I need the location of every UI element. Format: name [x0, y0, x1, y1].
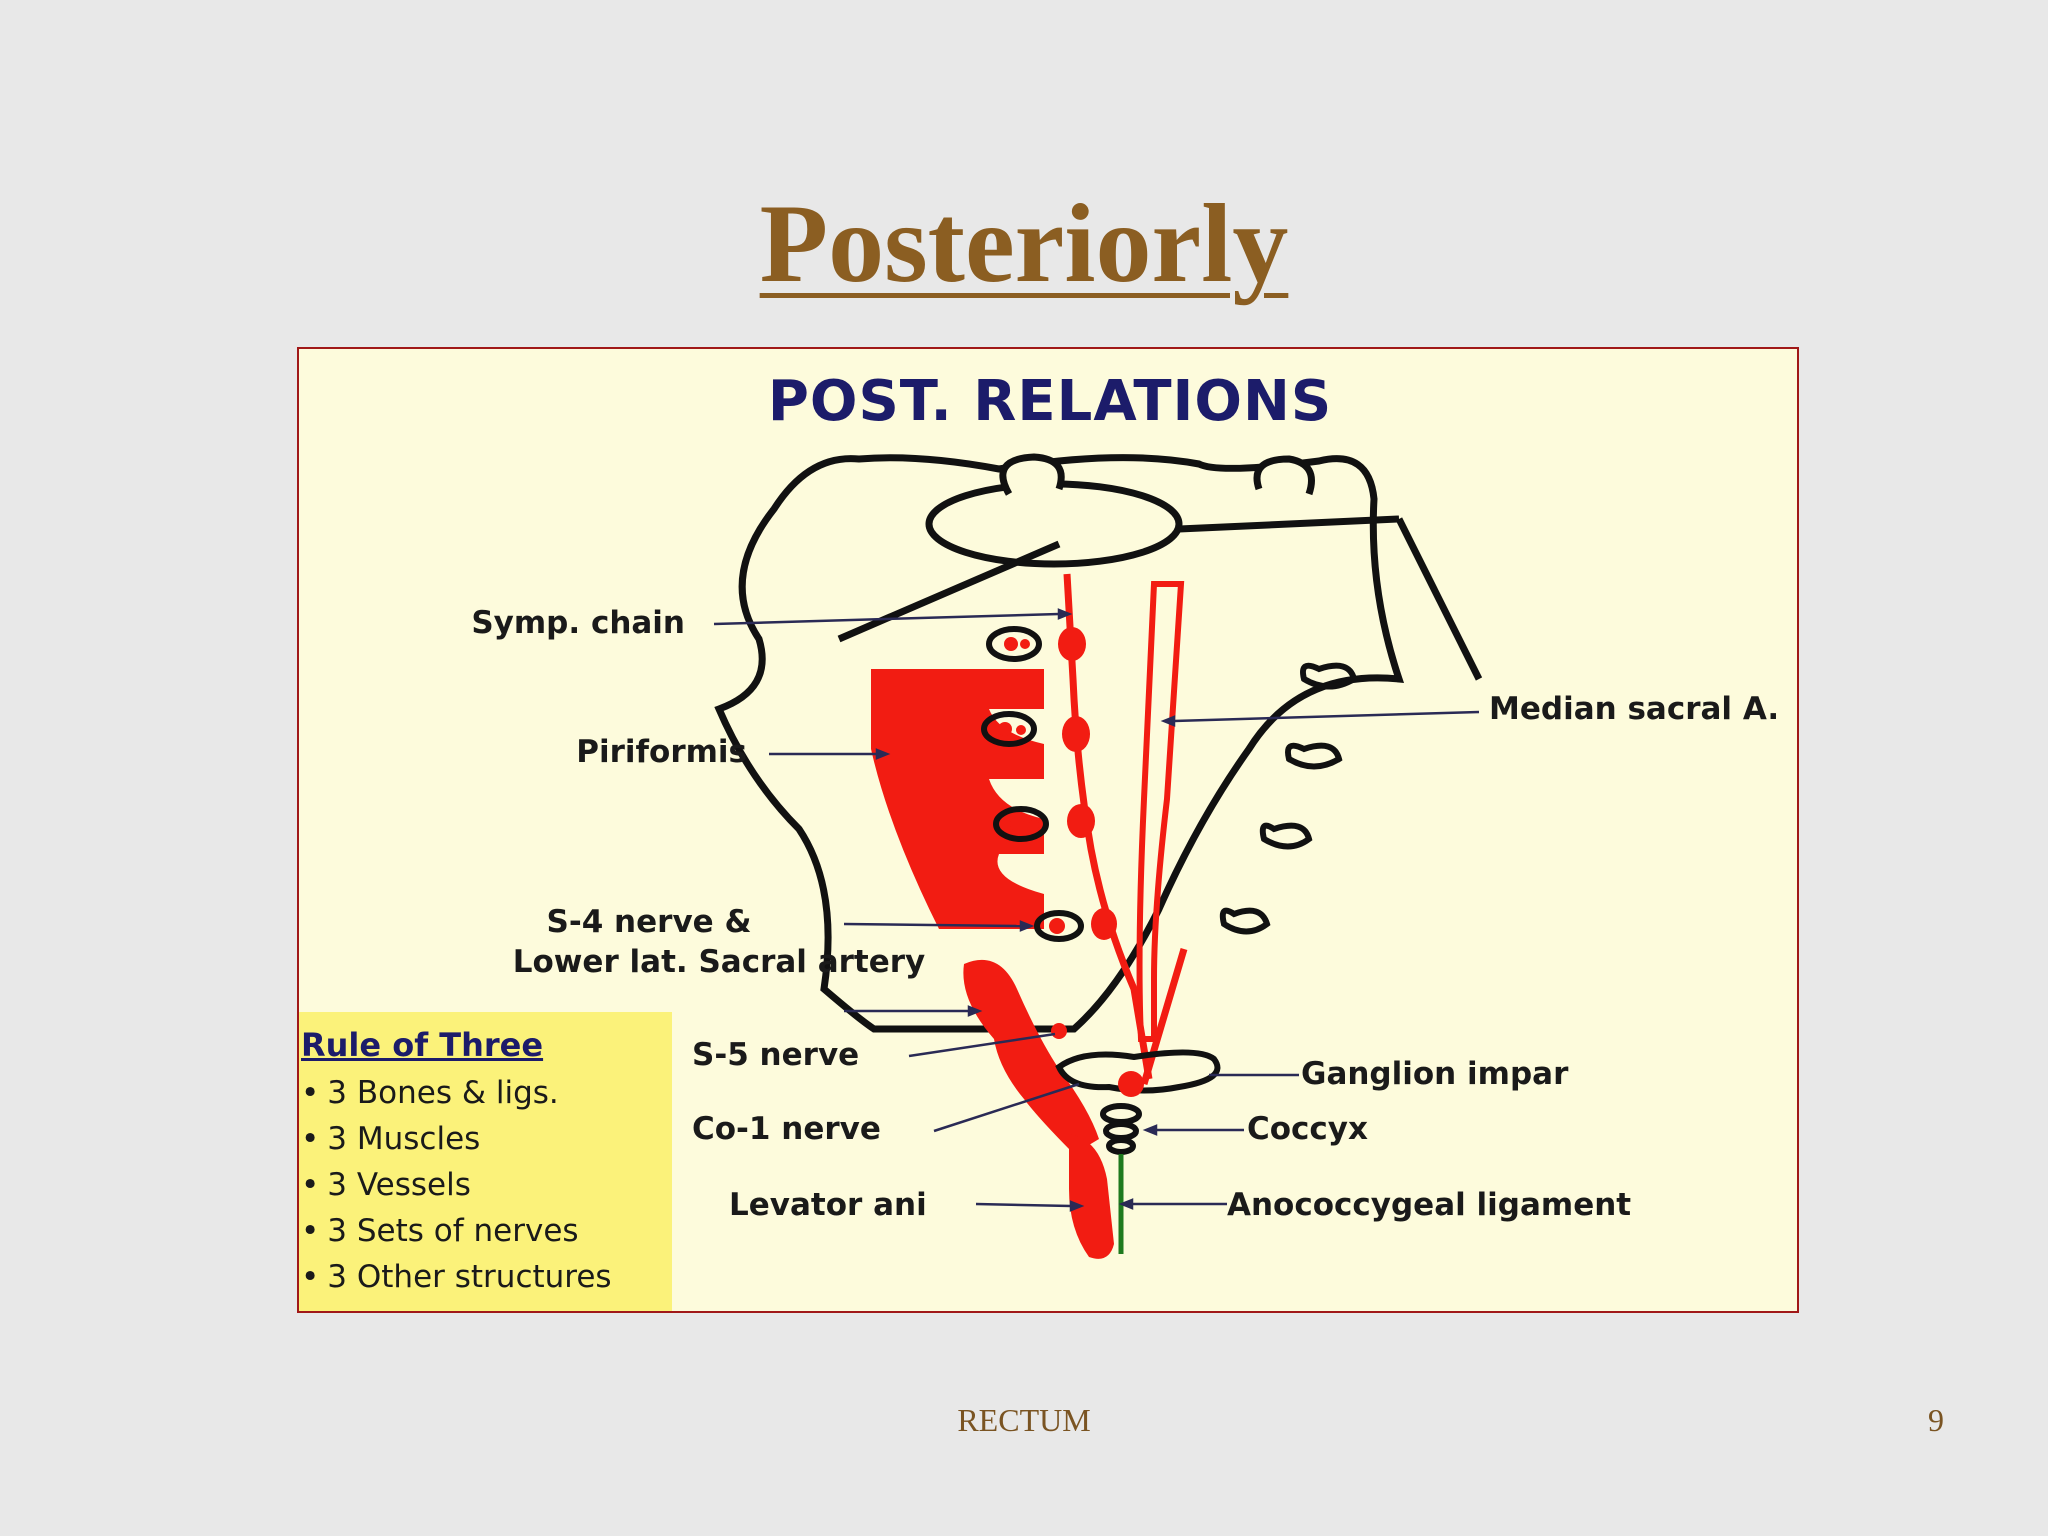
list-item: 3 Bones & ligs.: [299, 1070, 612, 1116]
left-sacral-foramina: [981, 626, 1084, 942]
pointer-lines: [713, 608, 1480, 1212]
page-number: 9: [1928, 1402, 1944, 1438]
right-sacral-foramina: [1219, 662, 1358, 935]
label-median-sacral-artery: Median sacral A.: [1489, 691, 1780, 727]
coccygeus-muscle: [963, 959, 1099, 1154]
label-levator-ani: Levator ani: [729, 1187, 927, 1223]
list-item: 3 Muscles: [299, 1116, 612, 1162]
label-co1-nerve: Co-1 nerve: [692, 1111, 881, 1147]
list-item: 3 Sets of nerves: [299, 1208, 612, 1254]
slide-title: Posteriorly: [759, 182, 1289, 306]
median-sacral-artery: [1136, 581, 1185, 1042]
label-s5-nerve: S-5 nerve: [692, 1037, 860, 1073]
label-s4-nerve: S-4 nerve &: [546, 904, 752, 940]
rule-of-three-list: 3 Bones & ligs. 3 Muscles 3 Vessels 3 Se…: [299, 1070, 612, 1300]
label-anococcygeal-ligament: Anococcygeal ligament: [1227, 1187, 1632, 1223]
ganglion-impar: [1055, 1049, 1221, 1094]
right-ala-notch: [1253, 455, 1315, 496]
coccyx: [1100, 1103, 1142, 1155]
left-ala-notch: [999, 453, 1065, 496]
label-symp-chain: Symp. chain: [471, 605, 685, 641]
list-item: 3 Vessels: [299, 1162, 612, 1208]
rule-of-three-title: Rule of Three: [301, 1026, 544, 1064]
list-item: 3 Other structures: [299, 1254, 611, 1300]
sacral-promontory: [925, 480, 1183, 568]
footer-label: RECTUM: [957, 1402, 1091, 1438]
label-coccyx: Coccyx: [1247, 1111, 1369, 1147]
levator-ani-muscle: [1069, 1134, 1114, 1259]
label-lower-lat-sacral-artery: Lower lat. Sacral artery: [512, 944, 926, 980]
diagram-figure: POST. RELATIONS Symp. chain Piriformis S…: [297, 347, 1799, 1313]
label-ganglion-impar: Ganglion impar: [1301, 1056, 1569, 1092]
sacrum-outline: [714, 454, 1405, 1033]
diagram-heading: POST. RELATIONS: [767, 369, 1333, 434]
label-piriformis: Piriformis: [576, 734, 747, 770]
rule-of-three-box: Rule of Three 3 Bones & ligs. 3 Muscles …: [299, 1012, 672, 1311]
piriformis-muscle: [871, 669, 1044, 929]
sacrum-diagram: [713, 453, 1483, 1259]
sympathetic-ganglia: [1058, 627, 1117, 940]
